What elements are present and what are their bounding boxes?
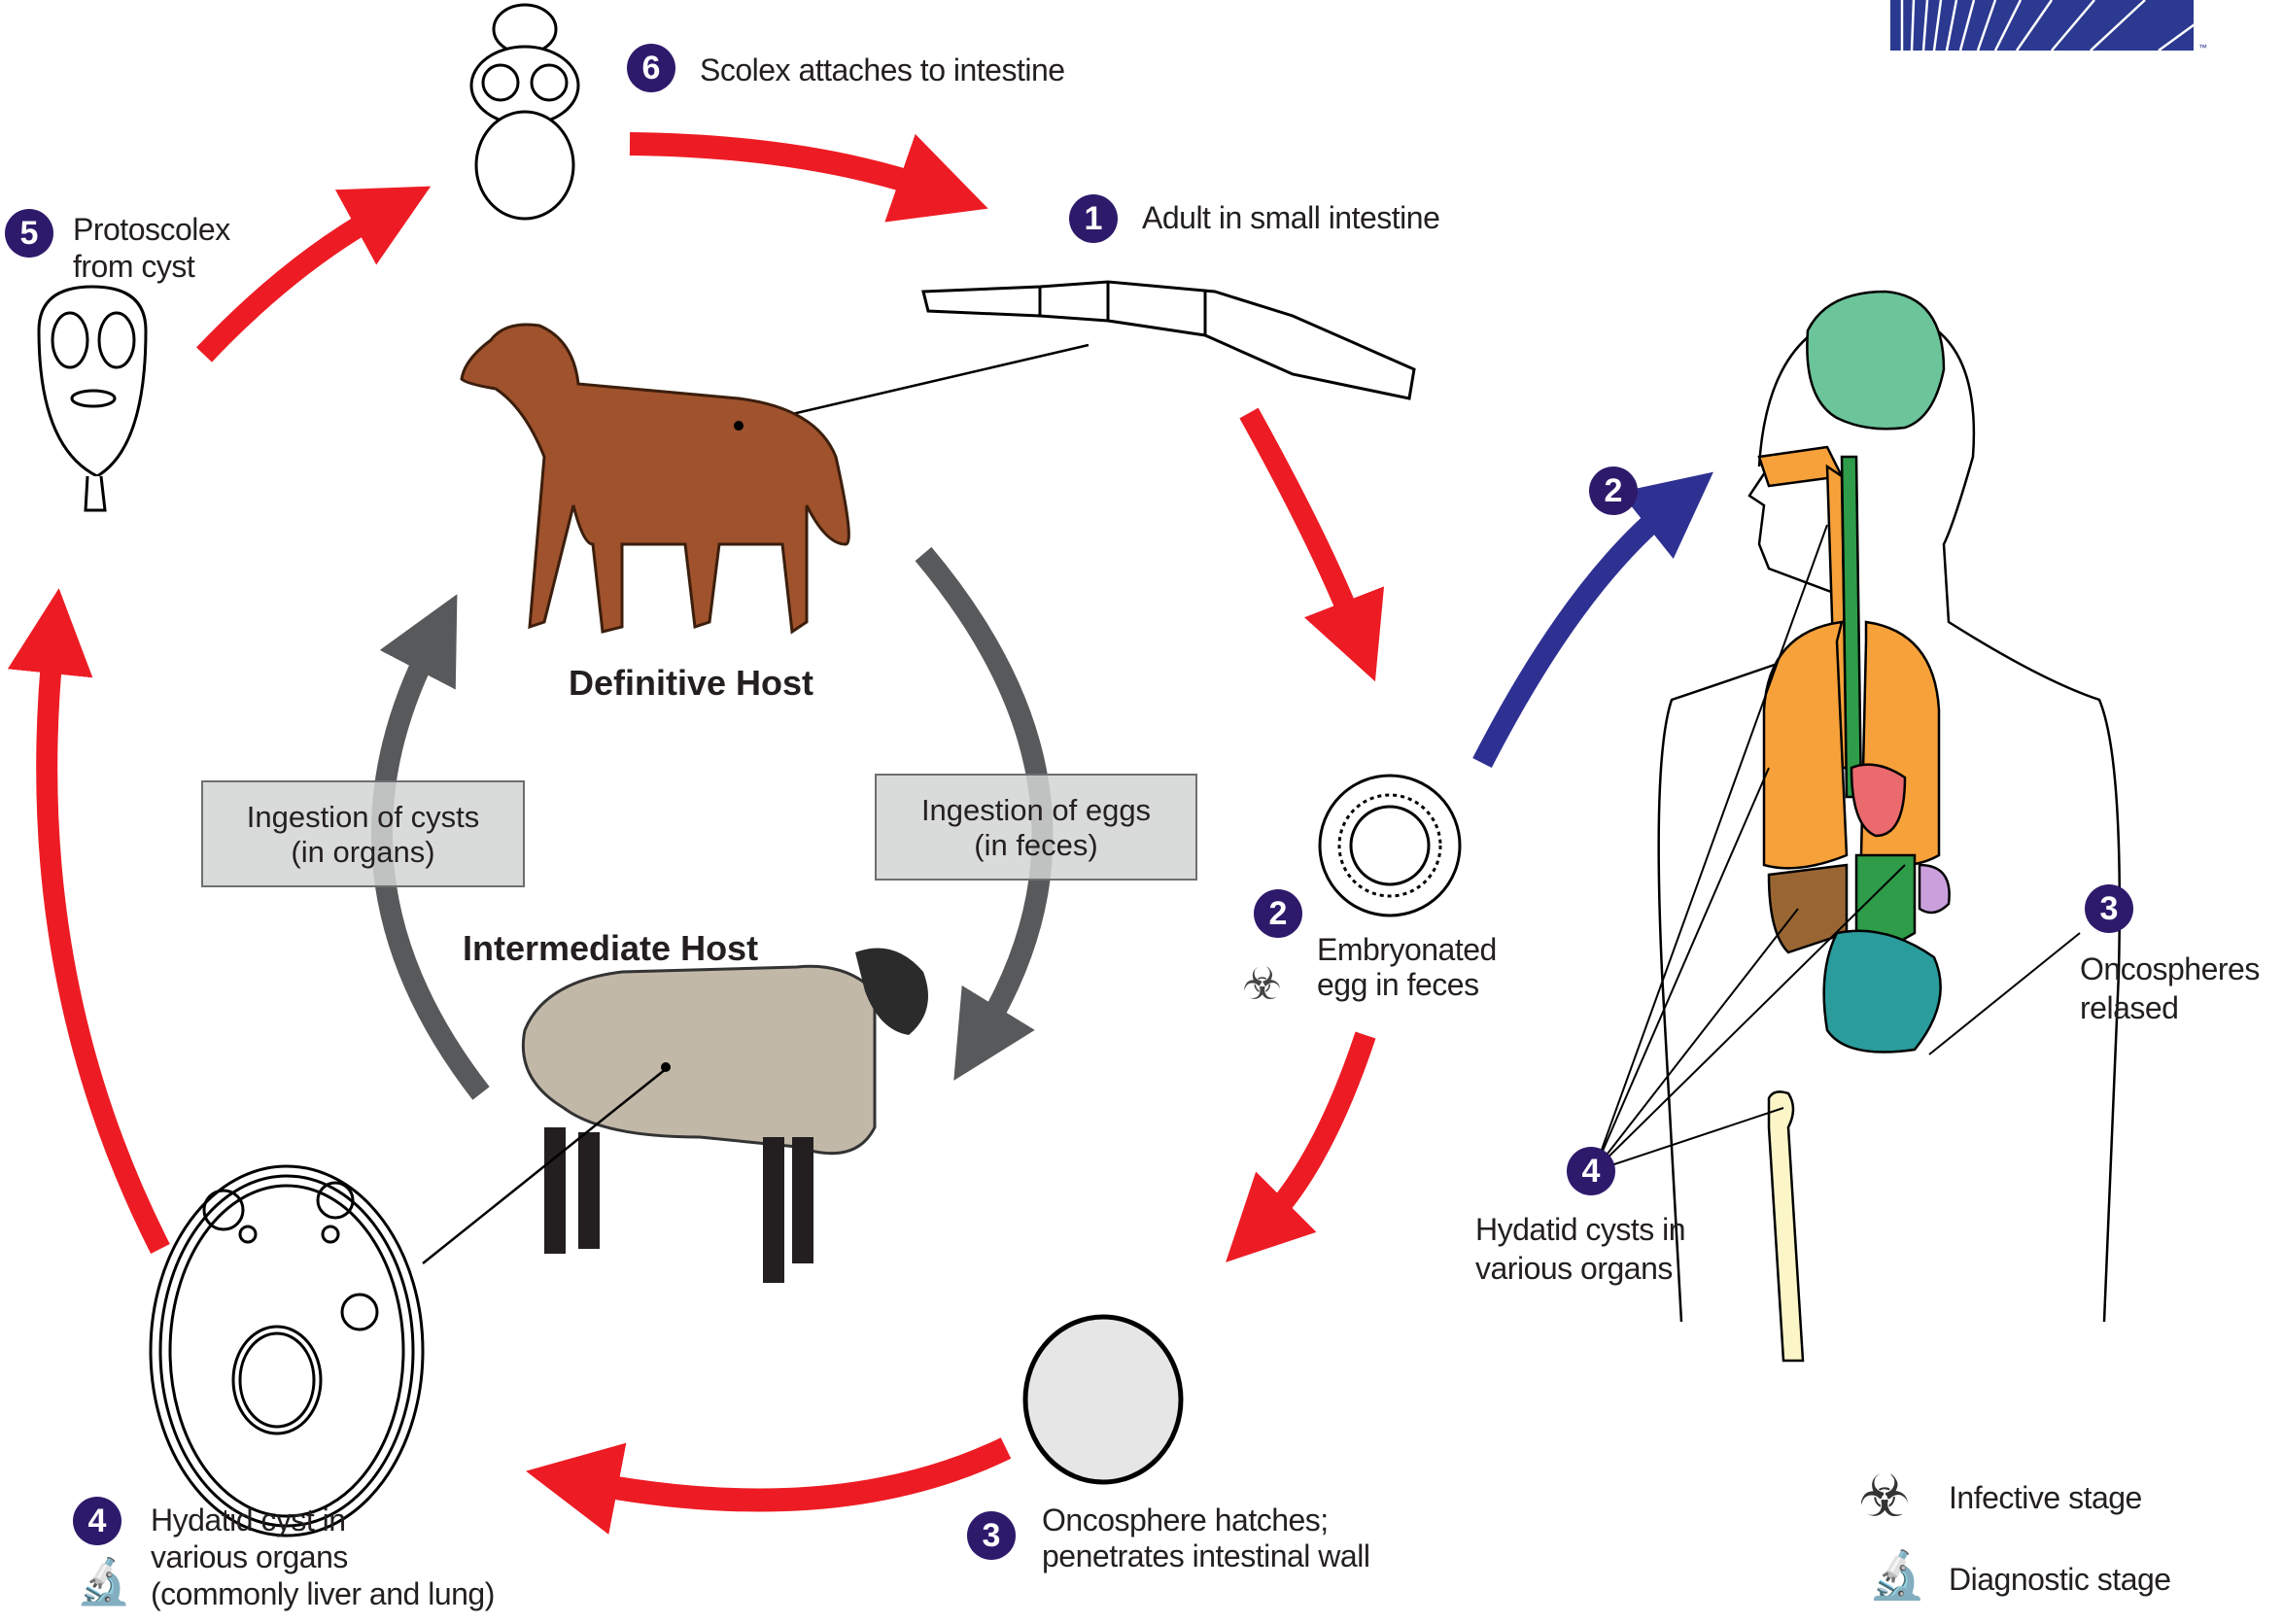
human-badge-4: 4 [1567, 1147, 1615, 1195]
dog-illustration [460, 323, 850, 635]
oncosphere-illustration [1022, 1314, 1184, 1485]
human-cysts-label-line1: Hydatid cysts in [1475, 1212, 1686, 1247]
arrow-6-to-1 [629, 132, 988, 223]
arrow-5-to-6 [196, 186, 432, 363]
ingestion-eggs-line2: (in feces) [974, 828, 1098, 862]
stage-4-label-line2: various organs [151, 1539, 348, 1574]
legend-diagnostic-label: Diagnostic stage [1949, 1562, 2171, 1597]
trademark-symbol: ™ [2198, 43, 2207, 52]
embryonated-egg-illustration [1318, 774, 1462, 917]
oncospheres-label-line1: Oncospheres [2080, 951, 2260, 986]
hydatid-cyst-illustration [149, 1164, 425, 1538]
intermediate-host-label: Intermediate Host [463, 928, 759, 968]
stage-badge-2: 2 [1254, 889, 1302, 938]
ingestion-cysts-box: Ingestion of cysts (in organs) [201, 780, 525, 887]
human-body-illustration [1593, 290, 2122, 1363]
arrow-egg-to-human [1472, 471, 1713, 769]
arrow-3-to-4 [526, 1437, 1012, 1535]
stage-badge-1: 1 [1069, 194, 1118, 243]
arrow-4-to-5 [7, 588, 170, 1254]
stage-6-label: Scolex attaches to intestine [700, 52, 1065, 87]
stage-4-label-line3: (commonly liver and lung) [151, 1576, 495, 1611]
stage-badge-5: 5 [5, 209, 53, 258]
human-badge-3: 3 [2085, 884, 2133, 933]
oncospheres-label-line2: relased [2080, 990, 2179, 1025]
ingestion-cysts-line1: Ingestion of cysts [246, 800, 480, 834]
stage-5-label-line2: from cyst [73, 249, 195, 284]
arrow-2-to-3 [1226, 1031, 1376, 1262]
sheep-illustration [422, 948, 928, 1283]
human-infection-badge-2: 2 [1589, 466, 1638, 515]
ingestion-eggs-box: Ingestion of eggs (in feces) [875, 774, 1197, 881]
ingestion-eggs-line1: Ingestion of eggs [920, 793, 1152, 827]
organization-logo [1890, 0, 2197, 53]
stage-5-label-line1: Protoscolex [73, 212, 230, 247]
legend-infective-label: Infective stage [1949, 1480, 2142, 1515]
legend-biohazard-icon: ☣ [1858, 1464, 1911, 1529]
ingestion-cysts-line2: (in organs) [291, 835, 435, 869]
arrow-1-to-2 [1239, 407, 1385, 682]
stage-2-label-line2: egg in feces [1317, 967, 1479, 1002]
legend-microscope-icon: 🔬 [1868, 1550, 1926, 1602]
protoscolex-illustration [37, 285, 148, 512]
adult-worm-illustration [733, 280, 1416, 430]
stage-1-label: Adult in small intestine [1142, 200, 1440, 235]
stage-2-label-line1: Embryonated [1317, 932, 1497, 967]
stage-badge-4: 4 [73, 1497, 121, 1545]
biohazard-icon: ☣ [1242, 958, 1283, 1009]
human-cysts-label-line2: various organs [1475, 1251, 1673, 1286]
stage-3-label-line1: Oncosphere hatches; [1042, 1503, 1329, 1538]
stage-badge-3: 3 [967, 1511, 1016, 1560]
scolex-illustration [469, 3, 580, 221]
stage-4-label-line1: Hydatid cyst in [151, 1503, 346, 1538]
definitive-host-label: Definitive Host [569, 663, 814, 703]
microscope-icon: 🔬 [76, 1556, 132, 1607]
stage-3-label-line2: penetrates intestinal wall [1042, 1538, 1370, 1573]
stage-badge-6: 6 [627, 44, 675, 92]
